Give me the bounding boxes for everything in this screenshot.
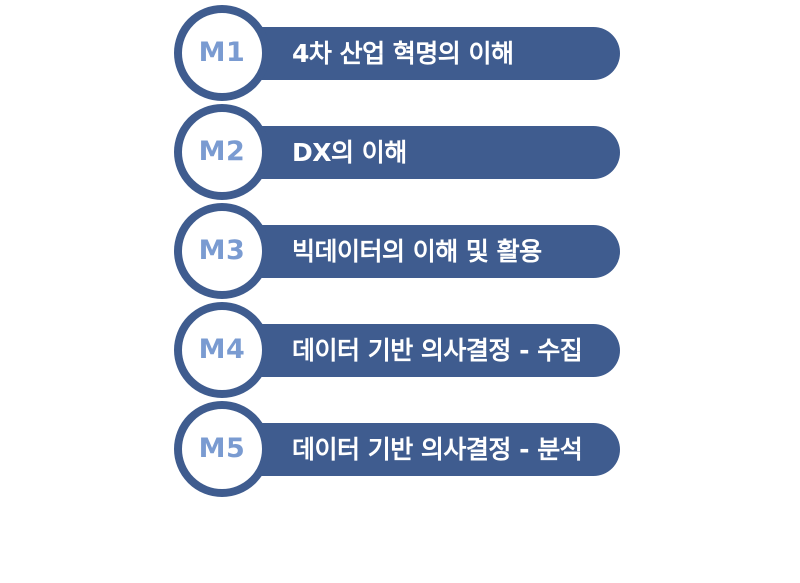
module-item-m3: 빅데이터의 이해 및 활용 M3 <box>174 203 620 299</box>
module-badge: M5 <box>174 401 270 497</box>
module-code: M4 <box>198 334 246 365</box>
module-code: M5 <box>198 433 246 464</box>
module-bar: 데이터 기반 의사결정 - 수집 <box>220 324 620 377</box>
module-badge: M2 <box>174 104 270 200</box>
module-item-m5: 데이터 기반 의사결정 - 분석 M5 <box>174 401 620 497</box>
module-title: 4차 산업 혁명의 이해 <box>292 39 514 68</box>
module-badge: M3 <box>174 203 270 299</box>
module-item-m2: DX의 이해 M2 <box>174 104 620 200</box>
module-code: M1 <box>198 37 246 68</box>
module-badge: M1 <box>174 5 270 101</box>
module-bar: 빅데이터의 이해 및 활용 <box>220 225 620 278</box>
module-item-m4: 데이터 기반 의사결정 - 수집 M4 <box>174 302 620 398</box>
module-bar: 4차 산업 혁명의 이해 <box>220 27 620 80</box>
module-title: 빅데이터의 이해 및 활용 <box>292 237 542 266</box>
module-code: M2 <box>198 136 246 167</box>
module-title: 데이터 기반 의사결정 - 수집 <box>292 336 583 365</box>
module-badge: M4 <box>174 302 270 398</box>
module-item-m1: 4차 산업 혁명의 이해 M1 <box>174 5 620 101</box>
module-bar: DX의 이해 <box>220 126 620 179</box>
module-title: DX의 이해 <box>292 138 407 167</box>
module-code: M3 <box>198 235 246 266</box>
module-title: 데이터 기반 의사결정 - 분석 <box>292 435 583 464</box>
module-bar: 데이터 기반 의사결정 - 분석 <box>220 423 620 476</box>
